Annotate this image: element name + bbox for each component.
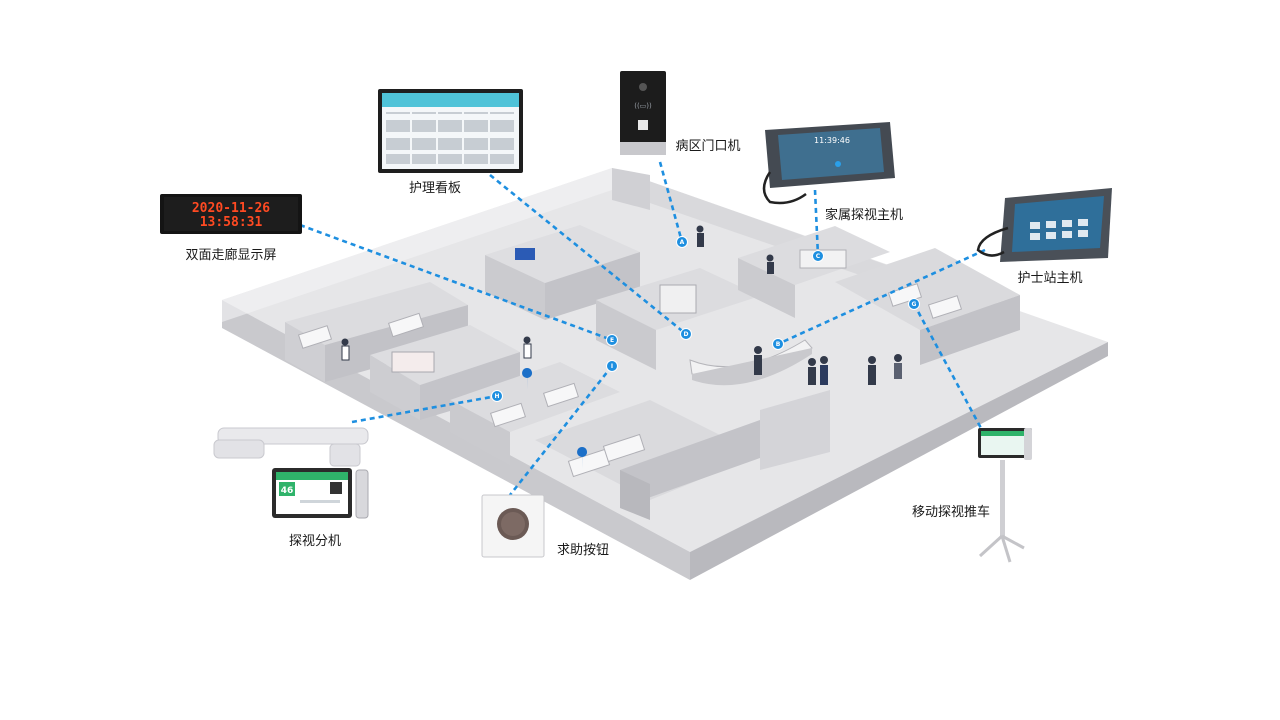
label-nurse-station-host: 护士站主机 <box>1017 271 1082 286</box>
svg-text:G: G <box>912 301 917 308</box>
connector-cart <box>912 303 984 431</box>
marker-e: E <box>606 334 618 346</box>
host-clock: 11:39:46 <box>814 136 850 145</box>
svg-text:D: D <box>684 331 689 338</box>
label-visit-extension: 探视分机 <box>289 534 341 549</box>
marker-h: H <box>491 390 503 402</box>
marker-g: G <box>908 298 920 310</box>
svg-text:I: I <box>611 363 613 370</box>
connector-family-host <box>813 189 820 257</box>
connector-nursing-board <box>489 173 687 336</box>
marker-a: A <box>676 236 688 248</box>
connector-nurse-host <box>777 248 986 346</box>
connector-door-unit <box>658 161 684 243</box>
connector-help-button <box>508 365 614 496</box>
marker-c: C <box>812 250 824 262</box>
svg-text:H: H <box>494 393 499 400</box>
marker-d: D <box>680 328 692 340</box>
family-visit-host-device: 11:39:46 <box>762 122 895 205</box>
svg-text:((▭)): ((▭)) <box>634 102 652 110</box>
corridor-display-device: 2020-11-26 13:58:31 <box>160 194 302 234</box>
label-family-visit-host: 家属探视主机 <box>825 207 903 223</box>
ward-door-unit-device: ((▭)) <box>620 71 666 155</box>
people-silhouettes <box>341 225 902 385</box>
visit-extension-device: 46 <box>213 427 369 519</box>
marker-i: I <box>606 360 618 372</box>
led-time: 13:58:31 <box>200 215 263 230</box>
marker-b: B <box>772 338 784 350</box>
label-nursing-board: 护理看板 <box>409 180 461 196</box>
terminal-number: 46 <box>281 486 294 496</box>
svg-text:E: E <box>610 337 614 344</box>
help-button-device <box>481 494 545 558</box>
mobile-visit-cart-device <box>978 428 1032 563</box>
nursing-board-device <box>378 89 523 173</box>
svg-text:B: B <box>776 341 781 348</box>
label-ward-door-unit: 病区门口机 <box>675 139 740 154</box>
connector-extension <box>351 394 498 424</box>
label-mobile-visit-cart: 移动探视推车 <box>912 504 990 520</box>
location-markers: A B C D E G H I <box>491 236 920 402</box>
floor-plan <box>222 168 1108 580</box>
svg-text:A: A <box>680 239 685 246</box>
svg-text:C: C <box>816 253 821 260</box>
led-date: 2020-11-26 <box>192 201 270 216</box>
connector-corridor-display <box>299 223 613 342</box>
label-help-button: 求助按钮 <box>557 543 609 558</box>
nurse-station-host-device <box>976 188 1112 262</box>
connector-lines <box>299 161 986 496</box>
label-corridor-display: 双面走廊显示屏 <box>185 247 276 263</box>
